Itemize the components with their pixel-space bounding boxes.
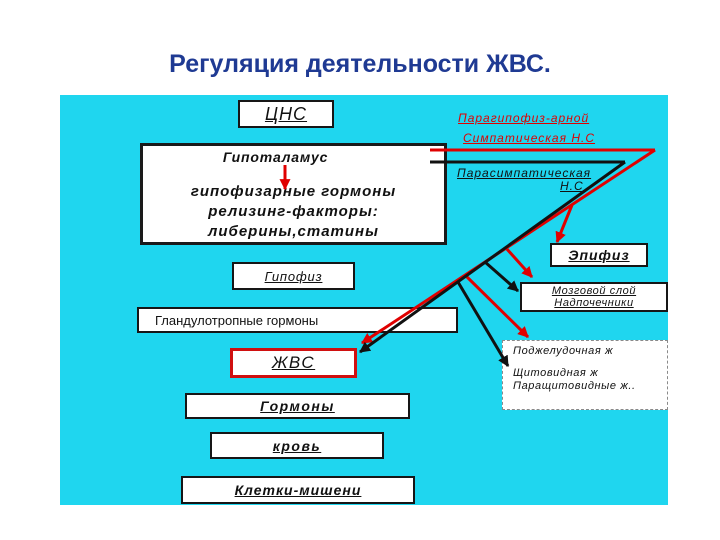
hypothalamus-line-liberins-statins: либерины,статины	[208, 223, 379, 240]
parasympathetic-label: Парасимпатическая	[457, 166, 592, 180]
parasympathetic-label-ns: Н.С	[560, 179, 584, 193]
hypothalamus-line-pituitary-hormones: гипофизарные гормоны	[190, 183, 397, 200]
parahypophyseal-label: Парагипофиз-арной	[458, 111, 590, 125]
gland-pancreas: Поджелудочная ж	[513, 345, 614, 357]
target-cells-box: Клетки-мишени	[181, 476, 415, 504]
hypothalamus-line-releasing-factors: релизинг-факторы:	[208, 203, 379, 220]
pineal-box: Эпифиз	[550, 243, 648, 267]
gland-thyroid: Щитовидная ж	[513, 367, 599, 379]
gland-parathyroid: Паращитовидные ж..	[513, 380, 636, 392]
endocrine-glands-box: ЖВС	[230, 348, 357, 378]
hypothalamus-title: Гипоталамус	[222, 149, 329, 165]
sympathetic-label: Симпатическая Н.С	[463, 131, 596, 145]
cns-box: ЦНС	[238, 100, 334, 128]
adrenal-line-medulla: Мозговой слой	[551, 285, 637, 297]
hormones-box: Гормоны	[185, 393, 410, 419]
slide-title: Регуляция деятельности ЖВС.	[169, 50, 551, 78]
pituitary-box: Гипофиз	[232, 262, 355, 290]
blood-box: кровь	[210, 432, 384, 459]
hypothalamus-box: Гипоталамус гипофизарные гормоны релизин…	[140, 143, 447, 245]
glandulotropic-hormones-box: Гландулотропные гормоны	[137, 307, 458, 333]
peripheral-glands-box: Поджелудочная ж Щитовидная ж Паращитовид…	[502, 340, 668, 410]
adrenal-line-adrenals: Надпочечники	[554, 297, 634, 309]
adrenal-medulla-box: Мозговой слой Надпочечники	[520, 282, 668, 312]
